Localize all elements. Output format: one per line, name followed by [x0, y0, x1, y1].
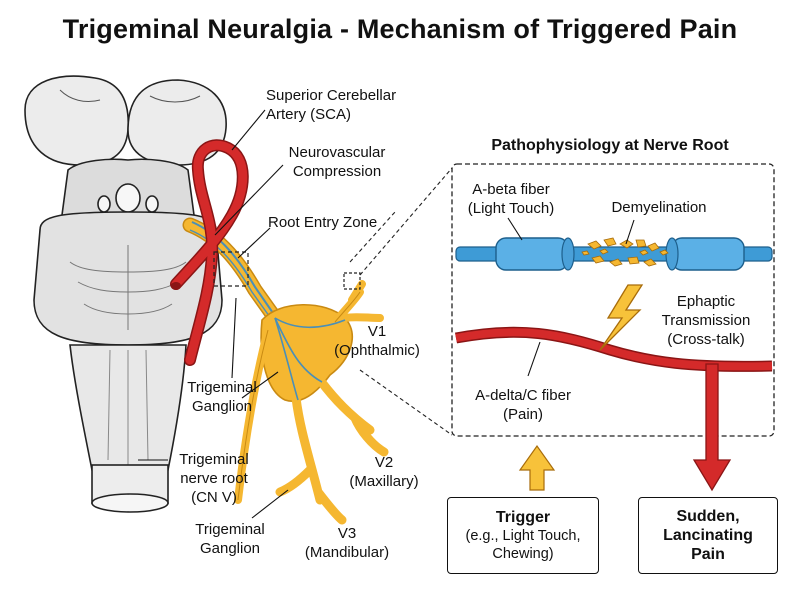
trigger-sub-line1: (e.g., Light Touch,: [465, 528, 581, 544]
pain-line1: Sudden,: [676, 508, 740, 525]
brainstem: [24, 75, 227, 513]
label-sca: Superior Cerebellar Artery (SCA): [266, 86, 396, 124]
zoom-line-mid: [349, 211, 396, 263]
demyelination-fragments: [581, 237, 669, 267]
label-v2-line1: V2: [374, 454, 394, 471]
trigger-box: Trigger (e.g., Light Touch, Chewing): [447, 497, 599, 574]
label-nerve-root-line2: nerve root: [180, 470, 248, 487]
label-ephaptic-line2: Transmission: [661, 312, 751, 329]
label-sca-line1: Superior Cerebellar: [266, 87, 397, 104]
panel-title: Pathophysiology at Nerve Root: [491, 137, 729, 154]
label-nerve-root-line1: Trigeminal: [179, 451, 249, 468]
root-entry-zone-box: [213, 251, 249, 287]
label-compression-line2: Compression: [292, 163, 382, 180]
label-sca-line2: Artery (SCA): [266, 106, 352, 123]
label-ganglion-lower-line1: Trigeminal: [195, 521, 265, 538]
v1-branch: [331, 280, 384, 326]
label-ganglion-lower: Trigeminal Ganglion: [180, 520, 280, 558]
label-v3-line1: V3: [337, 525, 357, 542]
leader-lines: [138, 109, 289, 519]
trigger-arrow: [518, 444, 556, 491]
label-abeta-line2: (Light Touch): [467, 200, 555, 217]
label-v2-line2: (Maxillary): [349, 473, 419, 490]
label-abeta: A-beta fiber (Light Touch): [456, 180, 566, 218]
label-v1-line1: V1: [367, 323, 387, 340]
label-adelta-line1: A-delta/C fiber: [475, 387, 571, 404]
pain-line2: Lancinating: [663, 527, 753, 544]
zoom-source-box: [343, 272, 361, 290]
myelin-sheath-left: [495, 237, 569, 271]
label-compression-line1: Neurovascular: [288, 144, 386, 161]
label-adelta: A-delta/C fiber (Pain): [458, 386, 588, 424]
label-ganglion-lower-line2: Ganglion: [199, 540, 261, 557]
ephaptic-lightning-icon: [599, 284, 644, 351]
label-ephaptic: Ephaptic Transmission (Cross-talk): [646, 292, 766, 349]
trigger-title: Trigger: [495, 509, 551, 526]
label-v2: V2 (Maxillary): [334, 453, 434, 491]
v2-branch: [315, 375, 389, 457]
trigger-sub-line2: Chewing): [492, 546, 554, 562]
label-nerve-root-line3: (CN V): [191, 489, 237, 506]
label-ephaptic-line3: (Cross-talk): [667, 331, 745, 348]
label-compression: Neurovascular Compression: [272, 143, 402, 181]
page-title: Trigeminal Neuralgia - Mechanism of Trig…: [62, 14, 738, 44]
pain-line3: Pain: [691, 546, 725, 563]
label-v3: V3 (Mandibular): [292, 524, 402, 562]
label-root-entry-zone: Root Entry Zone: [268, 214, 378, 231]
label-v3-line2: (Mandibular): [304, 544, 390, 561]
trigeminal-nerve: [182, 217, 389, 525]
v3-branch: [275, 393, 347, 525]
label-nerve-root: Trigeminal nerve root (CN V): [166, 450, 262, 507]
trigeminal-ganglion: [260, 303, 354, 402]
pain-arrow: [692, 363, 732, 492]
label-ephaptic-line1: Ephaptic: [676, 293, 736, 310]
label-ganglion-upper-line2: Ganglion: [191, 398, 253, 415]
label-adelta-line2: (Pain): [502, 406, 543, 423]
pain-box: Sudden, Lancinating Pain: [638, 497, 778, 574]
label-v1-line2: (Ophthalmic): [334, 342, 420, 359]
label-abeta-line1: A-beta fiber: [472, 181, 550, 198]
cerebral-hemisphere-left: [24, 75, 130, 166]
zoom-line-top: [359, 167, 453, 276]
myelin-sheath-right: [671, 237, 745, 271]
zoom-line-bottom: [359, 369, 453, 436]
label-v1: V1 (Ophthalmic): [322, 322, 432, 360]
label-ganglion-upper: Trigeminal Ganglion: [172, 378, 272, 416]
label-ganglion-upper-line1: Trigeminal: [187, 379, 257, 396]
label-demyelination: Demyelination: [611, 199, 707, 216]
